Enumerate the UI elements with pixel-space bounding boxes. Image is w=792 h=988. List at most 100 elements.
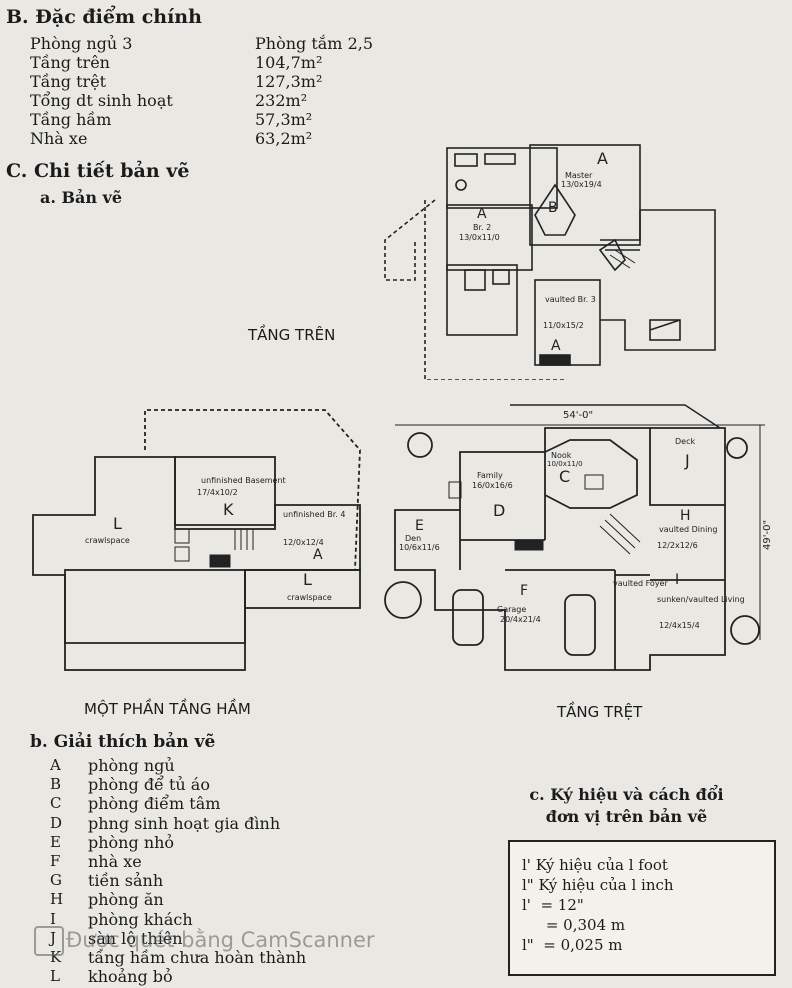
spec-value: Phòng tắm 2,5 <box>255 34 374 53</box>
legend-text: phòng nhỏ <box>88 832 175 852</box>
ground-dining-dim: 12/2x12/6 <box>657 541 698 550</box>
upper-floor-plan: A Master 13/0x19/4 A Br. 2 13/0x11/0 vau… <box>384 144 716 380</box>
upper-letter-a3: A <box>551 338 561 354</box>
legend-text: tầng hầm chưa hoàn thành <box>88 948 307 967</box>
notes-line: l" Ký hiệu của l inch <box>522 876 674 894</box>
ground-letter-h: H <box>680 508 691 524</box>
basement-room-name: unfinished Basement <box>201 476 286 485</box>
upper-room-br3-dim: 11/0x15/2 <box>543 321 584 330</box>
ground-garage-dim: 20/4x21/4 <box>500 615 541 624</box>
upper-room-br2-dim: 13/0x11/0 <box>459 233 500 242</box>
notes-line: l' Ký hiệu của l foot <box>522 856 668 874</box>
basement-br4-dim: 12/0x12/4 <box>283 538 324 547</box>
ground-letter-j: J <box>684 451 690 470</box>
notes-line: l' = 12" <box>522 896 584 914</box>
notes-title-line1: c. Ký hiệu và cách đổi <box>529 785 724 804</box>
ground-floor-plan: 54'-0" 49'-0" Family 16/0x16/6 D Nook 10… <box>384 404 773 671</box>
upper-letter-a1: A <box>597 149 608 168</box>
upper-room-br2-name: Br. 2 <box>473 223 491 232</box>
legend-text: phòng ăn <box>88 890 164 910</box>
upper-letter-b: B <box>548 200 558 216</box>
scanner-watermark: Được quét bằng CamScanner <box>66 928 375 952</box>
spec-value: 63,2m² <box>255 129 313 148</box>
basement-letter-l2: L <box>303 570 312 589</box>
legend-key: L <box>50 967 60 986</box>
spec-value: 232m² <box>255 91 308 110</box>
spec-value: 127,3m² <box>255 72 323 91</box>
spec-value: 57,3m² <box>255 110 313 129</box>
legend-text: phòng ngủ <box>88 756 175 775</box>
basement-letter-l1: L <box>113 514 122 533</box>
spec-value: 104,7m² <box>255 53 323 72</box>
ground-deck-name: Deck <box>675 437 695 446</box>
legend-text: nhà xe <box>88 852 142 871</box>
upper-room-br3-name: vaulted Br. 3 <box>545 295 596 304</box>
ground-family-name: Family <box>477 471 503 480</box>
legend-text: phòng khách <box>88 909 193 929</box>
legend-key: B <box>50 775 62 794</box>
ground-floor-caption: TẦNG TRỆT <box>557 703 643 721</box>
legend-key: G <box>50 871 62 890</box>
legend-key: A <box>50 756 61 774</box>
legend-key: C <box>50 794 62 813</box>
ground-letter-i: I <box>675 572 679 588</box>
spec-label: Nhà xe <box>30 129 88 148</box>
legend-key: F <box>50 852 61 870</box>
ground-garage-name: Garage <box>497 605 526 614</box>
ground-family-dim: 16/0x16/6 <box>472 481 513 490</box>
basement-letter-k: K <box>223 500 234 519</box>
ground-living-name: sunken/vaulted Living <box>657 595 745 604</box>
section-b-heading: B. Đặc điểm chính <box>6 6 202 28</box>
upper-letter-a2: A <box>477 206 487 222</box>
legend-title: b. Giải thích bản vẽ <box>30 732 216 752</box>
notes-title: c. Ký hiệu và cách đổi đơn vị trên bản v… <box>484 784 769 828</box>
legend-key: D <box>50 813 63 832</box>
camscanner-logo-icon <box>34 926 64 956</box>
legend-text: phòng để tủ áo <box>88 775 210 795</box>
legend-text: tiền sảnh <box>88 871 164 891</box>
ground-den-dim: 10/6x11/6 <box>399 543 440 552</box>
ground-foyer-name: vaulted Foyer <box>613 579 668 588</box>
ground-depth-dim: 49'-0" <box>762 520 773 550</box>
legend-key: K <box>50 948 62 966</box>
basement-plan: L crawlspace unfinished Basement 17/4x10… <box>32 409 361 671</box>
legend-text: khoảng bỏ <box>88 967 173 987</box>
ground-living-dim: 12/4x15/4 <box>659 621 700 630</box>
basement-br4-name: unfinished Br. 4 <box>283 510 345 519</box>
legend-text: phng sinh hoạt gia đình <box>88 813 281 833</box>
spec-label: Tầng trên <box>30 53 110 72</box>
legend-text: sàn lộ thiên <box>88 928 183 948</box>
ground-letter-c: C <box>559 467 570 486</box>
spec-label: Tầng trệt <box>30 72 107 91</box>
basement-crawlspace-1: crawlspace <box>85 536 130 545</box>
ground-nook-name: Nook <box>551 451 572 460</box>
notes-box: l' Ký hiệu của l foot l" Ký hiệu của l in… <box>508 840 776 976</box>
spec-label: Tổng dt sinh hoạt <box>30 91 173 110</box>
legend-key: I <box>50 909 56 928</box>
basement-crawlspace-2: crawlspace <box>287 593 332 602</box>
legend-text: phòng điểm tâm <box>88 794 221 814</box>
section-c-heading: C. Chi tiết bản vẽ <box>6 160 190 182</box>
upper-room-master-name: Master <box>565 171 593 180</box>
bleed-through <box>580 30 587 55</box>
legend-key: H <box>50 890 64 909</box>
notes-line: l" = 0,025 m <box>522 936 623 954</box>
spec-label: Tầng hầm <box>30 110 112 129</box>
section-a-heading: a. Bản vẽ <box>40 188 123 207</box>
legend-key: E <box>50 832 61 851</box>
ground-dining-name: vaulted Dining <box>659 525 717 534</box>
spec-label: Phòng ngủ 3 <box>30 34 133 53</box>
upper-room-master-dim: 13/0x19/4 <box>561 180 602 189</box>
notes-line: = 0,304 m <box>522 916 626 934</box>
basement-letter-a: A <box>313 547 323 563</box>
notes-title-line2: đơn vị trên bản vẽ <box>545 807 708 826</box>
basement-room-dim: 17/4x10/2 <box>197 488 238 497</box>
upper-floor-caption: TẦNG TRÊN <box>248 326 336 344</box>
ground-letter-e: E <box>415 518 424 534</box>
ground-letter-f: F <box>520 583 528 599</box>
ground-letter-d: D <box>493 501 505 520</box>
legend-key: J <box>50 928 57 947</box>
ground-nook-dim: 10/0x11/0 <box>547 460 583 468</box>
basement-caption: MỘT PHẦN TẦNG HẦM <box>84 700 251 718</box>
ground-width-dim: 54'-0" <box>563 410 593 421</box>
